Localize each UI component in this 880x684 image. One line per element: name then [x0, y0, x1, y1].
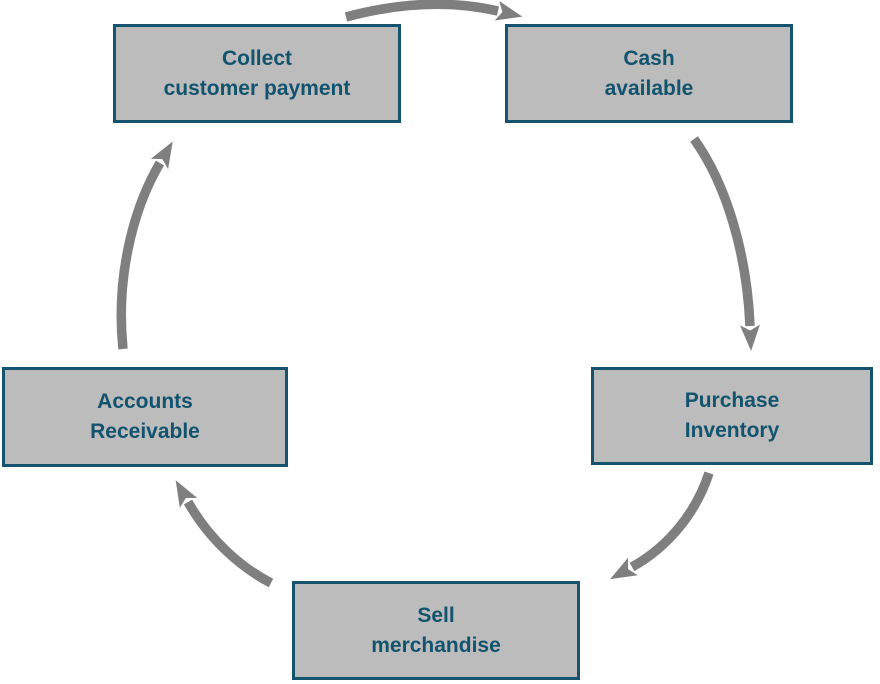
- node-label-line: Receivable: [90, 420, 200, 443]
- arrow-cash-to-purchase: [690, 136, 760, 351]
- node-cash-available: Cash available: [505, 24, 793, 123]
- arrow-accounts-to-collect: [116, 141, 173, 350]
- node-collect-customer-payment: Collect customer payment: [113, 24, 401, 123]
- node-label-line: Sell: [417, 603, 455, 627]
- node-label-line: Collect: [221, 46, 292, 70]
- node-label-line: available: [604, 76, 694, 100]
- node-label-line: Purchase: [684, 389, 780, 412]
- node-label-line: Accounts: [97, 390, 193, 413]
- node-accounts-receivable: Accounts Receivable: [2, 367, 288, 467]
- node-purchase-inventory: Purchase Inventory: [591, 367, 873, 465]
- arrow-purchase-to-sell: [610, 471, 714, 580]
- node-label-line: merchandise: [371, 633, 501, 657]
- node-label-line: Inventory: [684, 419, 780, 442]
- node-label-line: Cash: [623, 46, 675, 70]
- node-label-line: customer payment: [163, 76, 351, 100]
- arrow-sell-to-accounts: [175, 480, 274, 588]
- node-sell-merchandise: Sell merchandise: [292, 581, 580, 680]
- arrow-collect-to-cash: [344, 0, 523, 22]
